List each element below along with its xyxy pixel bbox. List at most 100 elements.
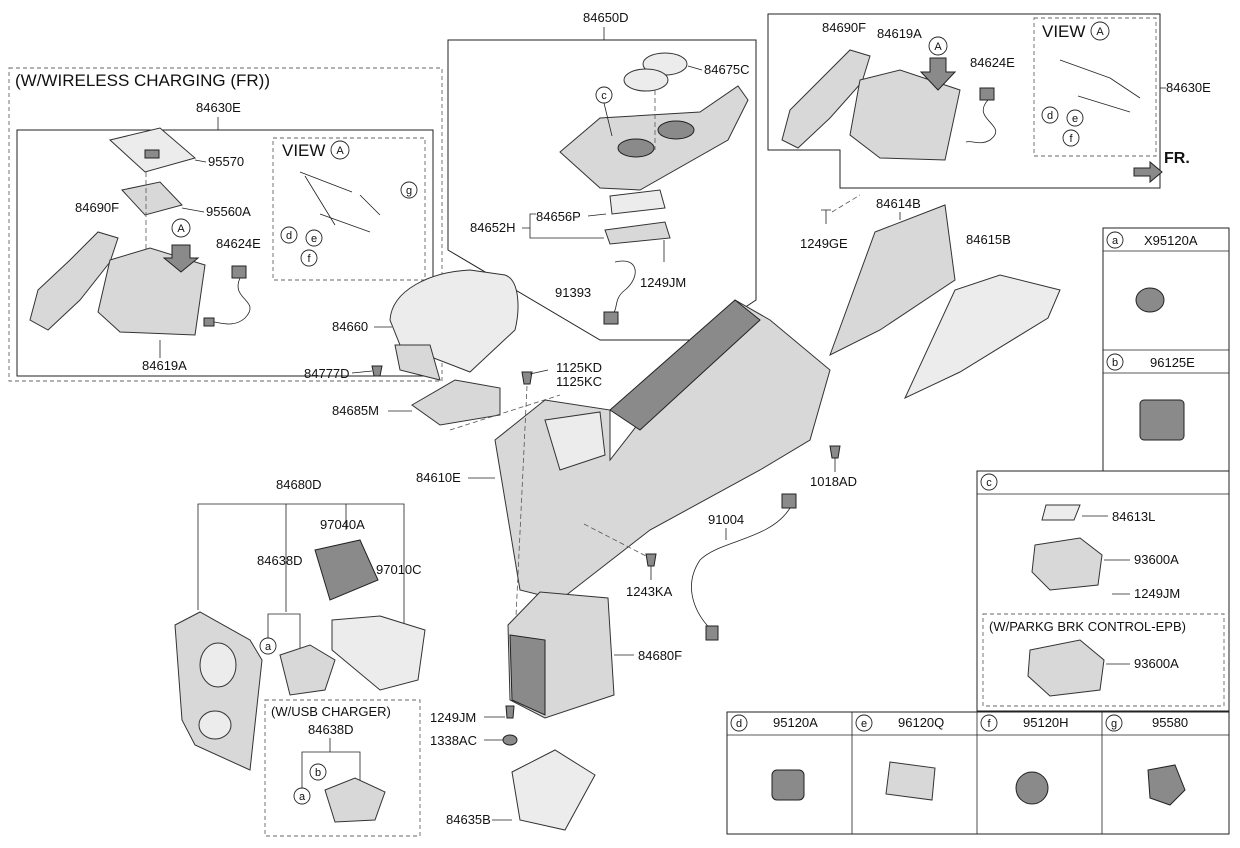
cable-91004-group: 91004 bbox=[691, 493, 797, 641]
callout-e-right: e bbox=[1072, 113, 1078, 125]
part-label-95560a: 95560A bbox=[206, 204, 251, 219]
part-label-84660: 84660 bbox=[332, 319, 368, 334]
right-top-assembly: 84630E 84690F 84619A A 84624E VIEW A d e… bbox=[767, 13, 1211, 189]
harness-connector-left bbox=[231, 265, 247, 279]
ref-part-e: 96120Q bbox=[898, 715, 944, 730]
gasket-lower bbox=[604, 221, 671, 245]
cable-91004 bbox=[691, 507, 791, 631]
side-panel-84615b bbox=[903, 274, 1061, 400]
cable-91393 bbox=[609, 260, 636, 317]
callout-f-right: f bbox=[1069, 133, 1073, 145]
front-arrow-icon bbox=[1133, 160, 1163, 184]
part-label-84630e-right: 84630E bbox=[1166, 80, 1211, 95]
ref-defg-box bbox=[726, 711, 1230, 835]
ref-image-e bbox=[885, 761, 936, 801]
wireless-section-border bbox=[8, 67, 443, 382]
cup-lid-b bbox=[623, 68, 669, 92]
switch-panel-84638d bbox=[279, 644, 336, 696]
callout-d-right: d bbox=[1047, 110, 1053, 122]
bracket-84635b bbox=[511, 749, 596, 831]
assembly-84630e-right-box bbox=[767, 13, 1161, 189]
usb-section-title: (W/USB CHARGER) bbox=[271, 704, 391, 719]
view-a-box-right bbox=[1033, 17, 1157, 157]
callout-a-rear: a bbox=[265, 641, 272, 653]
switch-panel-usb bbox=[324, 777, 386, 823]
ref-letter-f: f bbox=[987, 718, 991, 730]
view-a-sketch-left bbox=[299, 171, 381, 233]
main-console: 84610E 1125KD 1125KC 1018AD 1243KA bbox=[416, 299, 857, 701]
side-panel-84690f-left bbox=[29, 231, 119, 331]
ref-image-a bbox=[1135, 287, 1165, 313]
ref-letter-a: a bbox=[1112, 235, 1119, 247]
tray-97010c bbox=[331, 615, 426, 691]
part-label-84613l: 84613L bbox=[1112, 509, 1155, 524]
callout-d-left: d bbox=[286, 230, 292, 242]
wireless-pad-logo bbox=[144, 149, 160, 159]
cupholder-bezel bbox=[559, 85, 749, 191]
armrest-group: 84660 84777D 84685M bbox=[304, 269, 561, 431]
part-label-84619a-right: 84619A bbox=[877, 26, 922, 41]
wireless-charging-section: (W/WIRELESS CHARGING (FR)) 84630E VIEW A… bbox=[8, 67, 443, 382]
part-label-84656p: 84656P bbox=[536, 209, 581, 224]
part-label-84650d: 84650D bbox=[583, 10, 629, 25]
ref-image-d bbox=[771, 769, 805, 801]
arrow-a-right bbox=[919, 57, 957, 91]
wireless-section-title: (W/WIRELESS CHARGING (FR)) bbox=[15, 71, 270, 90]
part-label-97040a: 97040A bbox=[320, 517, 365, 532]
arrow-letter-left: A bbox=[177, 223, 185, 235]
part-label-1018ad: 1018AD bbox=[810, 474, 857, 489]
ref-c-box bbox=[976, 470, 1230, 712]
ref-93600a-epb bbox=[1027, 639, 1105, 697]
part-label-84635b: 84635B bbox=[446, 812, 491, 827]
part-label-84615b: 84615B bbox=[966, 232, 1011, 247]
ref-letter-c: c bbox=[986, 477, 992, 489]
assembly-84630e-box bbox=[16, 129, 434, 377]
part-label-84638d: 84638D bbox=[257, 553, 303, 568]
ref-image-g bbox=[1147, 764, 1186, 806]
ref-image-f bbox=[1015, 771, 1049, 805]
part-label-91004: 91004 bbox=[708, 512, 744, 527]
part-label-84638d-usb: 84638D bbox=[308, 722, 354, 737]
rear-cover-group: 84680D 97040A 97010C 84638D a bbox=[174, 477, 426, 771]
vent-97040a bbox=[314, 539, 379, 601]
harness-84624e-right bbox=[965, 99, 997, 144]
part-label-84619a-left: 84619A bbox=[142, 358, 187, 373]
view-label-left: VIEW bbox=[282, 141, 325, 160]
ref-part-b: 96125E bbox=[1150, 355, 1195, 370]
ref-part-f: 95120H bbox=[1023, 715, 1069, 730]
part-label-84630e: 84630E bbox=[196, 100, 241, 115]
rear-cover-84680d bbox=[174, 611, 263, 771]
part-label-1249jm-bin: 1249JM bbox=[430, 710, 476, 725]
usb-section-border bbox=[264, 699, 421, 837]
part-label-91393: 91393 bbox=[555, 285, 591, 300]
armrest-hinge bbox=[394, 344, 441, 381]
front-label: FR. bbox=[1164, 150, 1190, 167]
tray-84619a-right bbox=[849, 69, 961, 161]
part-label-84614b: 84614B bbox=[876, 196, 921, 211]
part-label-1249jm-cup: 1249JM bbox=[640, 275, 686, 290]
part-label-84690f-left: 84690F bbox=[75, 200, 119, 215]
callout-g-left: g bbox=[406, 185, 412, 197]
part-label-84624e-left: 84624E bbox=[216, 236, 261, 251]
ref-84613l bbox=[1041, 504, 1081, 521]
part-label-1249jm-c: 1249JM bbox=[1134, 586, 1180, 601]
harness-84624e-left bbox=[209, 277, 251, 325]
gasket-84656p bbox=[609, 189, 666, 215]
callout-a-usb: a bbox=[299, 791, 306, 803]
callout-b-usb: b bbox=[315, 767, 321, 779]
part-label-84685m: 84685M bbox=[332, 403, 379, 418]
epb-section-border bbox=[982, 613, 1225, 707]
part-label-1338ac: 1338AC bbox=[430, 733, 477, 748]
ref-image-b bbox=[1139, 399, 1185, 441]
callout-e-left: e bbox=[311, 233, 317, 245]
ref-93600a bbox=[1031, 537, 1103, 591]
wireless-charger-95560a bbox=[121, 181, 183, 216]
part-label-84680f: 84680F bbox=[638, 648, 682, 663]
storage-bin: 84680F 1249JM 1338AC 84635B bbox=[430, 591, 682, 831]
mat-84685m bbox=[411, 379, 501, 426]
part-label-84680d: 84680D bbox=[276, 477, 322, 492]
view-letter-left: A bbox=[336, 145, 344, 157]
view-label-right: VIEW bbox=[1042, 22, 1085, 41]
ref-letter-g: g bbox=[1111, 718, 1117, 730]
